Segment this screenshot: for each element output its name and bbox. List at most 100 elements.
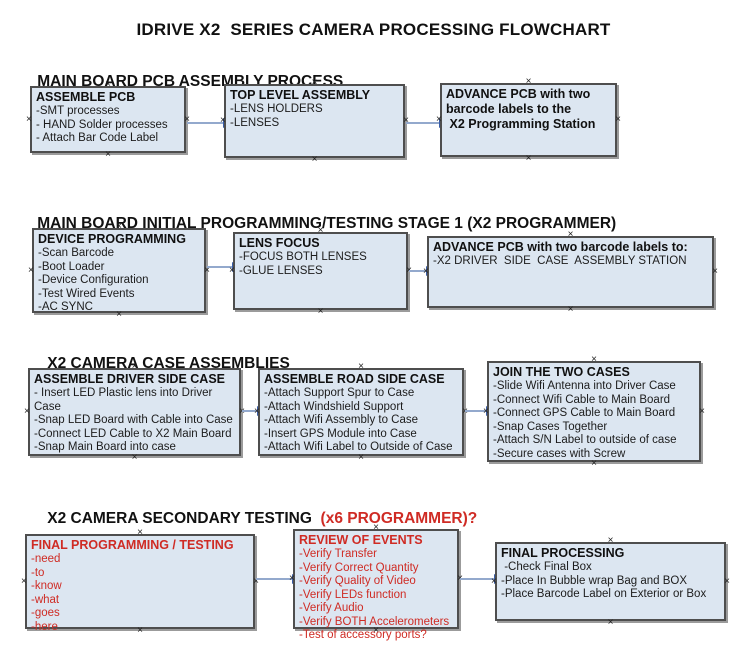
anchor-x-icon: × bbox=[358, 452, 364, 463]
anchor-x-icon: × bbox=[403, 115, 409, 126]
flow-box-assemble-road-side-case[interactable]: × × × × ASSEMBLE ROAD SIDE CASE -Attach … bbox=[254, 362, 468, 463]
anchor-x-icon: × bbox=[615, 114, 621, 125]
box-item-line: -LENSES bbox=[230, 116, 280, 129]
box-item-line: -GLUE LENSES bbox=[239, 264, 323, 277]
flow-box-lens-focus[interactable]: × × × × LENS FOCUS -FOCUS BOTH LENSES-GL… bbox=[229, 226, 412, 317]
box-item-line: -Verify BOTH Accelerometers bbox=[299, 615, 450, 628]
section-heading-case-assemblies: X2 CAMERA CASE ASSEMBLIES bbox=[30, 337, 290, 391]
box-items: -FOCUS BOTH LENSES-GLUE LENSES bbox=[239, 251, 402, 278]
box-item-line: -Slide Wifi Antenna into Driver Case bbox=[493, 380, 676, 392]
anchor-x-icon: × bbox=[423, 266, 429, 277]
box-item-line: -Attach Windshield Support bbox=[264, 400, 404, 413]
box-item-line: -Insert GPS Module into Case bbox=[264, 427, 417, 440]
anchor-x-icon: × bbox=[21, 575, 27, 587]
box-item-line: -Test Wired Events bbox=[38, 287, 135, 300]
section-heading-text: X2 CAMERA CASE ASSEMBLIES bbox=[47, 355, 290, 372]
anchor-x-icon: × bbox=[105, 149, 111, 160]
box-title: JOIN THE TWO CASES bbox=[493, 365, 630, 379]
anchor-x-icon: × bbox=[373, 522, 379, 533]
box-item-line: -Verify Quality of Video bbox=[299, 575, 416, 588]
box-item-line: -Verify Audio bbox=[299, 602, 364, 615]
flow-box-review-of-events[interactable]: × × × × REVIEW OF EVENTS -Verify Transfe… bbox=[289, 523, 463, 642]
box-title: ASSEMBLE PCB bbox=[36, 90, 136, 104]
box-items: - Insert LED Plastic lens into Driver Ca… bbox=[34, 387, 235, 455]
flow-arrow bbox=[187, 118, 232, 128]
box-item-line: -SMT processes bbox=[36, 105, 120, 117]
anchor-x-icon: × bbox=[491, 575, 497, 587]
box-title: TOP LEVEL ASSEMBLY bbox=[230, 88, 371, 102]
box-title: DEVICE PROGRAMMING bbox=[38, 232, 186, 246]
flow-box-device-programming[interactable]: × × × × DEVICE PROGRAMMING -Scan Barcode… bbox=[28, 222, 210, 320]
anchor-x-icon: × bbox=[591, 354, 597, 365]
flow-box-advance-pcb-programming-station[interactable]: × × × × ADVANCE PCB with two barcode lab… bbox=[436, 77, 621, 164]
anchor-x-icon: × bbox=[436, 114, 442, 125]
box-item-line: -AC SYNC bbox=[38, 301, 93, 314]
flow-box-assemble-pcb[interactable]: × × × × ASSEMBLE PCB -SMT processes- HAN… bbox=[26, 80, 190, 160]
anchor-x-icon: × bbox=[317, 225, 324, 236]
anchor-x-icon: × bbox=[229, 265, 235, 276]
box-item-line: -Check Final Box bbox=[501, 561, 592, 573]
anchor-x-icon: × bbox=[311, 77, 318, 88]
section-heading-red-text: (x6 PROGRAMMER)? bbox=[320, 510, 478, 527]
section-heading-secondary-testing: X2 CAMERA SECONDARY TESTING (x6 PROGRAMM… bbox=[30, 492, 477, 546]
anchor-x-icon: × bbox=[137, 625, 143, 636]
box-item-line: -Connect GPS Cable to Main Board bbox=[493, 407, 676, 420]
anchor-x-icon: × bbox=[289, 573, 295, 584]
box-item-line: -Attach Support Spur to Case bbox=[264, 387, 415, 399]
box-item-line: -Connect Wifi Cable to Main Board bbox=[493, 393, 671, 406]
box-item-line: -goes bbox=[31, 607, 60, 620]
flow-box-final-processing[interactable]: × × × × FINAL PROCESSING -Check Final Bo… bbox=[491, 536, 730, 628]
anchor-x-icon: × bbox=[137, 527, 143, 538]
anchor-x-icon: × bbox=[712, 266, 718, 277]
box-items: -Scan Barcode-Boot Loader-Device Configu… bbox=[38, 247, 200, 315]
anchor-x-icon: × bbox=[525, 153, 532, 164]
box-items: -LENS HOLDERS-LENSES bbox=[230, 103, 399, 130]
box-items: -Slide Wifi Antenna into Driver Case-Con… bbox=[493, 380, 695, 461]
anchor-x-icon: × bbox=[373, 625, 379, 636]
box-title: REVIEW OF EVENTS bbox=[299, 533, 423, 547]
anchor-x-icon: × bbox=[184, 113, 190, 125]
box-title: ADVANCE PCB with two barcode labels to t… bbox=[446, 87, 596, 131]
box-items: -need-to-know-what-goes-here bbox=[31, 553, 249, 634]
box-item-line: -FOCUS BOTH LENSES bbox=[239, 251, 367, 263]
anchor-x-icon: × bbox=[317, 306, 324, 317]
anchor-x-icon: × bbox=[591, 458, 597, 469]
anchor-x-icon: × bbox=[254, 406, 260, 417]
flow-box-top-level-assembly[interactable]: × × × × TOP LEVEL ASSEMBLY -LENS HOLDERS… bbox=[220, 78, 409, 165]
box-item-line: -Boot Loader bbox=[38, 260, 105, 273]
anchor-x-icon: × bbox=[567, 304, 574, 315]
flow-box-assemble-driver-side-case[interactable]: × × × × ASSEMBLE DRIVER SIDE CASE - Inse… bbox=[24, 362, 245, 463]
box-item-line: -Connect LED Cable to X2 Main Board bbox=[34, 427, 232, 440]
box-title: FINAL PROGRAMMING / TESTING bbox=[31, 538, 234, 552]
box-item-line: -Verify LEDs function bbox=[299, 588, 407, 601]
anchor-x-icon: × bbox=[483, 405, 489, 417]
flow-arrow bbox=[256, 574, 301, 584]
box-title: LENS FOCUS bbox=[239, 236, 320, 250]
box-item-line: -Test of accessory ports? bbox=[299, 629, 427, 642]
anchor-x-icon: × bbox=[28, 264, 34, 276]
anchor-x-icon: × bbox=[24, 406, 30, 417]
box-title: ASSEMBLE ROAD SIDE CASE bbox=[264, 372, 445, 386]
anchor-x-icon: × bbox=[699, 405, 705, 417]
box-item-line: -Snap LED Board with Cable into Case bbox=[34, 414, 233, 427]
anchor-x-icon: × bbox=[567, 229, 574, 240]
section-heading-initial-programming: MAIN BOARD INITIAL PROGRAMMING/TESTING S… bbox=[20, 197, 616, 251]
box-items: -X2 DRIVER SIDE CASE ASSEMBLY STATION bbox=[433, 255, 708, 269]
box-item-line: -Attach S/N Label to outside of case bbox=[493, 434, 677, 447]
flow-box-advance-pcb-driver-side-station[interactable]: × × × × ADVANCE PCB with two barcode lab… bbox=[423, 230, 718, 315]
box-item-line: -X2 DRIVER SIDE CASE ASSEMBLY STATION bbox=[433, 255, 687, 267]
flow-box-final-programming-testing[interactable]: × × × × FINAL PROGRAMMING / TESTING -nee… bbox=[21, 528, 259, 636]
box-title: ADVANCE PCB with two barcode labels to: bbox=[433, 240, 688, 254]
anchor-x-icon: × bbox=[116, 309, 122, 320]
anchor-x-icon: × bbox=[525, 76, 532, 87]
anchor-x-icon: × bbox=[607, 617, 614, 628]
flow-box-join-the-two-cases[interactable]: × × × × JOIN THE TWO CASES -Slide Wifi A… bbox=[483, 355, 705, 469]
box-items: -SMT processes- HAND Solder processes- A… bbox=[36, 105, 180, 146]
anchor-x-icon: × bbox=[724, 575, 730, 587]
page-title: IDRIVE X2 SERIES CAMERA PROCESSING FLOWC… bbox=[136, 20, 611, 39]
box-item-line: - Attach Bar Code Label bbox=[36, 132, 159, 145]
box-item-line: -Device Configuration bbox=[38, 274, 149, 287]
box-item-line: - HAND Solder processes bbox=[36, 118, 168, 131]
box-item-line: -here bbox=[31, 620, 58, 633]
box-item-line: -Snap Main Board into case bbox=[34, 441, 176, 454]
